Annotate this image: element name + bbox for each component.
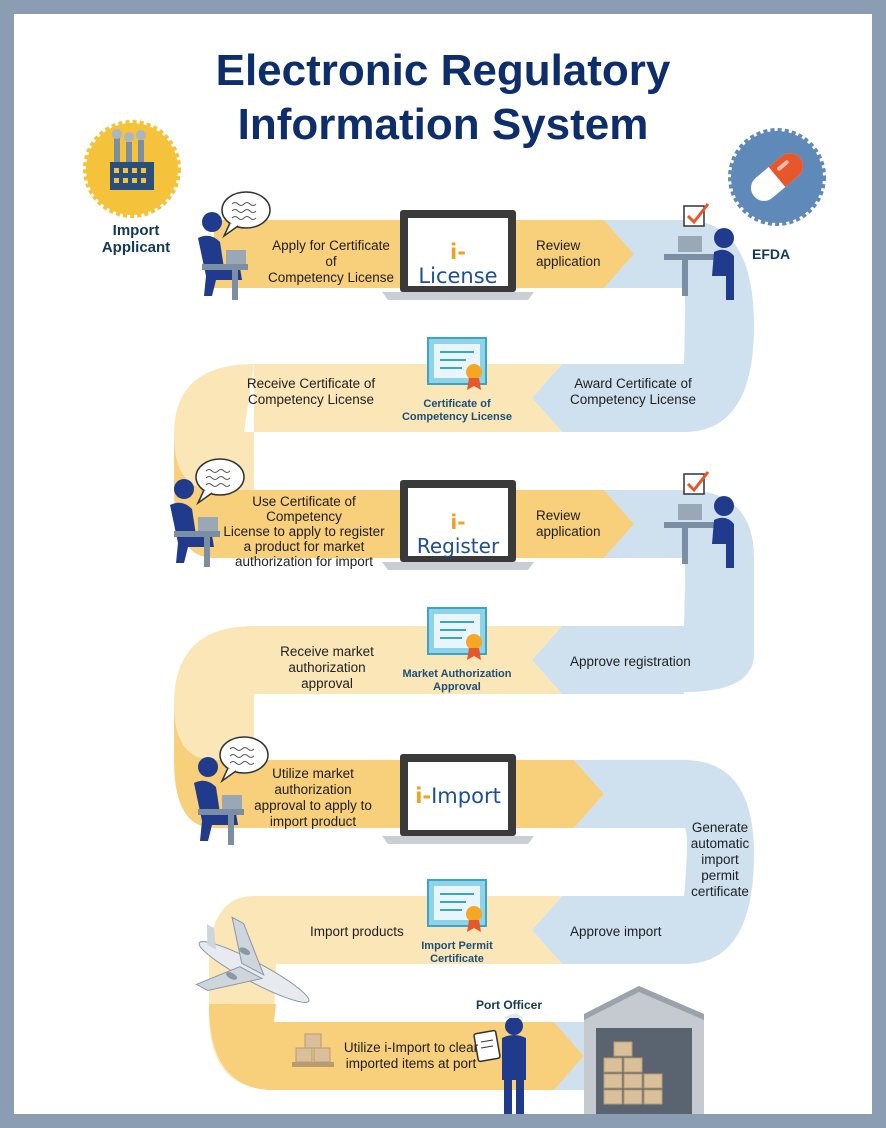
checkbox-icon <box>683 203 710 227</box>
speech-bubble-icon <box>221 191 271 239</box>
ilicense-logo: i-License <box>418 240 498 288</box>
factory-icon <box>83 120 181 218</box>
applicant-person-1 <box>198 212 248 300</box>
ipc-caption: Import Permit Certificate <box>421 940 493 965</box>
step-review-1: Review application <box>536 238 601 269</box>
port-officer-person <box>502 1014 526 1114</box>
iimport-logo: i-Import <box>415 784 501 808</box>
page-title: Electronic Regulatory Information System <box>215 46 671 149</box>
right-turn-3 <box>684 490 754 692</box>
step-apply-coc: Apply for Certificate of Competency Lice… <box>267 238 395 285</box>
row1-efda-band <box>604 220 684 288</box>
step-utilize-maa: Utilize market authorization approval to… <box>254 766 372 829</box>
import-applicant-label: Import Applicant <box>101 222 171 256</box>
efda-person-2 <box>664 496 734 568</box>
laptop-icon <box>382 480 534 570</box>
airplane-icon <box>195 916 310 1003</box>
speech-bubble-icon <box>219 736 269 784</box>
row4-efda-band <box>532 626 684 694</box>
laptop-icon <box>382 754 534 844</box>
port-officer-label: Port Officer <box>476 998 543 1012</box>
row3-efda-band <box>604 490 684 558</box>
step-approve-import: Approve import <box>570 924 662 939</box>
boxes-icon <box>292 1033 334 1067</box>
pill-icon <box>728 128 826 226</box>
speech-bubble-icon <box>195 458 245 506</box>
step-import-products: Import products <box>310 924 404 939</box>
row2-efda-band <box>532 364 684 432</box>
laptop-icon <box>382 210 534 300</box>
iregister-logo: i-Register <box>416 510 500 558</box>
step-receive-coc: Receive Certificate of Competency Licens… <box>246 376 376 407</box>
applicant-person-3 <box>194 757 244 845</box>
efda-label: EFDA <box>752 246 791 262</box>
coc-caption: Certificate of Competency License <box>401 398 513 423</box>
step-award-coc: Award Certificate of Competency License <box>569 376 697 407</box>
applicant-person-2 <box>170 479 220 567</box>
clipboard-icon <box>473 1029 501 1063</box>
left-turn-2 <box>174 364 254 490</box>
step-clear-port: Utilize i-Import to clear imported items… <box>343 1040 479 1071</box>
row5-efda-band <box>574 760 754 964</box>
efda-person-1 <box>664 228 734 300</box>
process-flow-diagram <box>83 120 826 1114</box>
certificate-icon <box>427 879 487 932</box>
certificate-icon <box>427 337 487 390</box>
warehouse-icon <box>584 986 704 1114</box>
step-use-coc: Use Certificate of Competency License to… <box>223 494 385 569</box>
certificate-icon <box>427 607 487 660</box>
maa-caption: Market Authorization Approval <box>402 668 512 693</box>
step-approve-registration: Approve registration <box>570 654 691 669</box>
left-turn-4 <box>174 626 254 760</box>
row6-efda-band <box>532 896 684 964</box>
infographic: Electronic Regulatory Information System <box>14 14 872 1114</box>
step-generate-permit: Generate automatic import permit certifi… <box>690 820 750 899</box>
step-review-2: Review application <box>536 508 601 539</box>
step-receive-maa: Receive market authorization approval <box>280 644 374 691</box>
checkbox-icon <box>683 471 710 495</box>
